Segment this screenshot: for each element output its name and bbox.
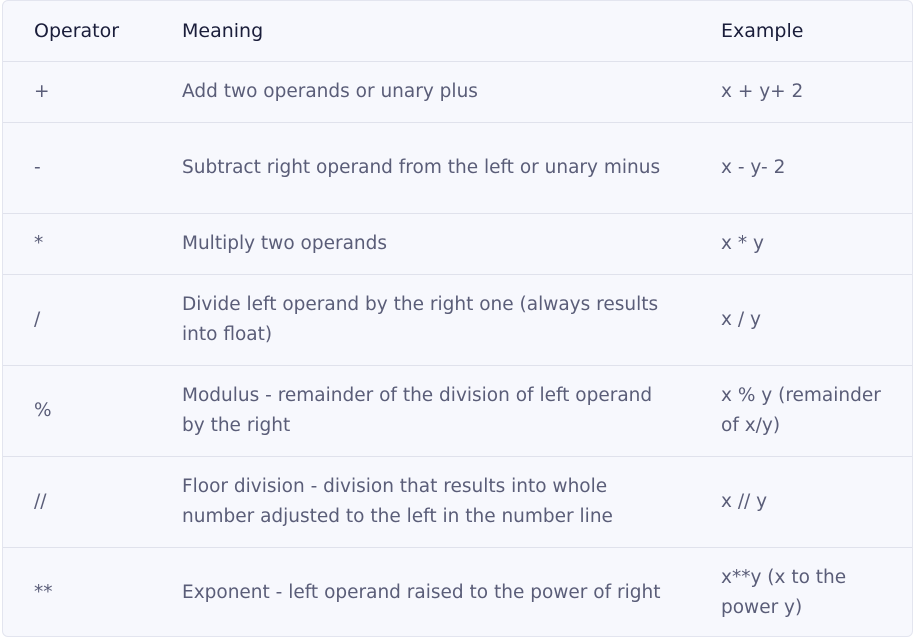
example-cell: x % y (remainder of x/y) — [721, 384, 881, 436]
meaning-cell: Subtract right operand from the left or … — [182, 156, 661, 178]
operator-cell: / — [34, 308, 41, 330]
header-operator: Operator — [34, 19, 120, 42]
meaning-cell: Divide left operand by the right one (al… — [182, 293, 659, 345]
table-row: - Subtract right operand from the left o… — [3, 122, 912, 213]
table-row: % Modulus - remainder of the division of… — [3, 365, 912, 456]
example-cell: x + y+ 2 — [721, 80, 804, 102]
table-row: ** Exponent - left operand raised to the… — [3, 547, 912, 636]
meaning-cell: Multiply two operands — [182, 232, 388, 254]
operator-cell: % — [34, 399, 52, 421]
operators-table: Operator Meaning Example + Add two opera… — [3, 1, 912, 636]
operator-cell: ** — [34, 581, 53, 603]
header-example: Example — [721, 19, 804, 42]
table-row: + Add two operands or unary plus x + y+ … — [3, 61, 912, 122]
operator-cell: - — [34, 156, 41, 178]
meaning-cell: Floor division - division that results i… — [182, 475, 613, 527]
example-cell: x / y — [721, 308, 761, 330]
meaning-cell: Modulus - remainder of the division of l… — [182, 384, 653, 436]
example-cell: x**y (x to the power y) — [721, 566, 847, 618]
table-row: * Multiply two operands x * y — [3, 213, 912, 274]
meaning-cell: Exponent - left operand raised to the po… — [182, 581, 661, 603]
meaning-cell: Add two operands or unary plus — [182, 80, 478, 102]
example-cell: x * y — [721, 232, 764, 254]
operator-cell: * — [34, 232, 44, 254]
example-cell: x - y- 2 — [721, 156, 786, 178]
table-row: / Divide left operand by the right one (… — [3, 274, 912, 365]
table-row: // Floor division - division that result… — [3, 456, 912, 547]
header-meaning: Meaning — [182, 19, 264, 42]
operator-cell: + — [34, 80, 50, 102]
operator-cell: // — [34, 490, 47, 512]
table-header-row: Operator Meaning Example — [3, 1, 912, 61]
example-cell: x // y — [721, 490, 768, 512]
